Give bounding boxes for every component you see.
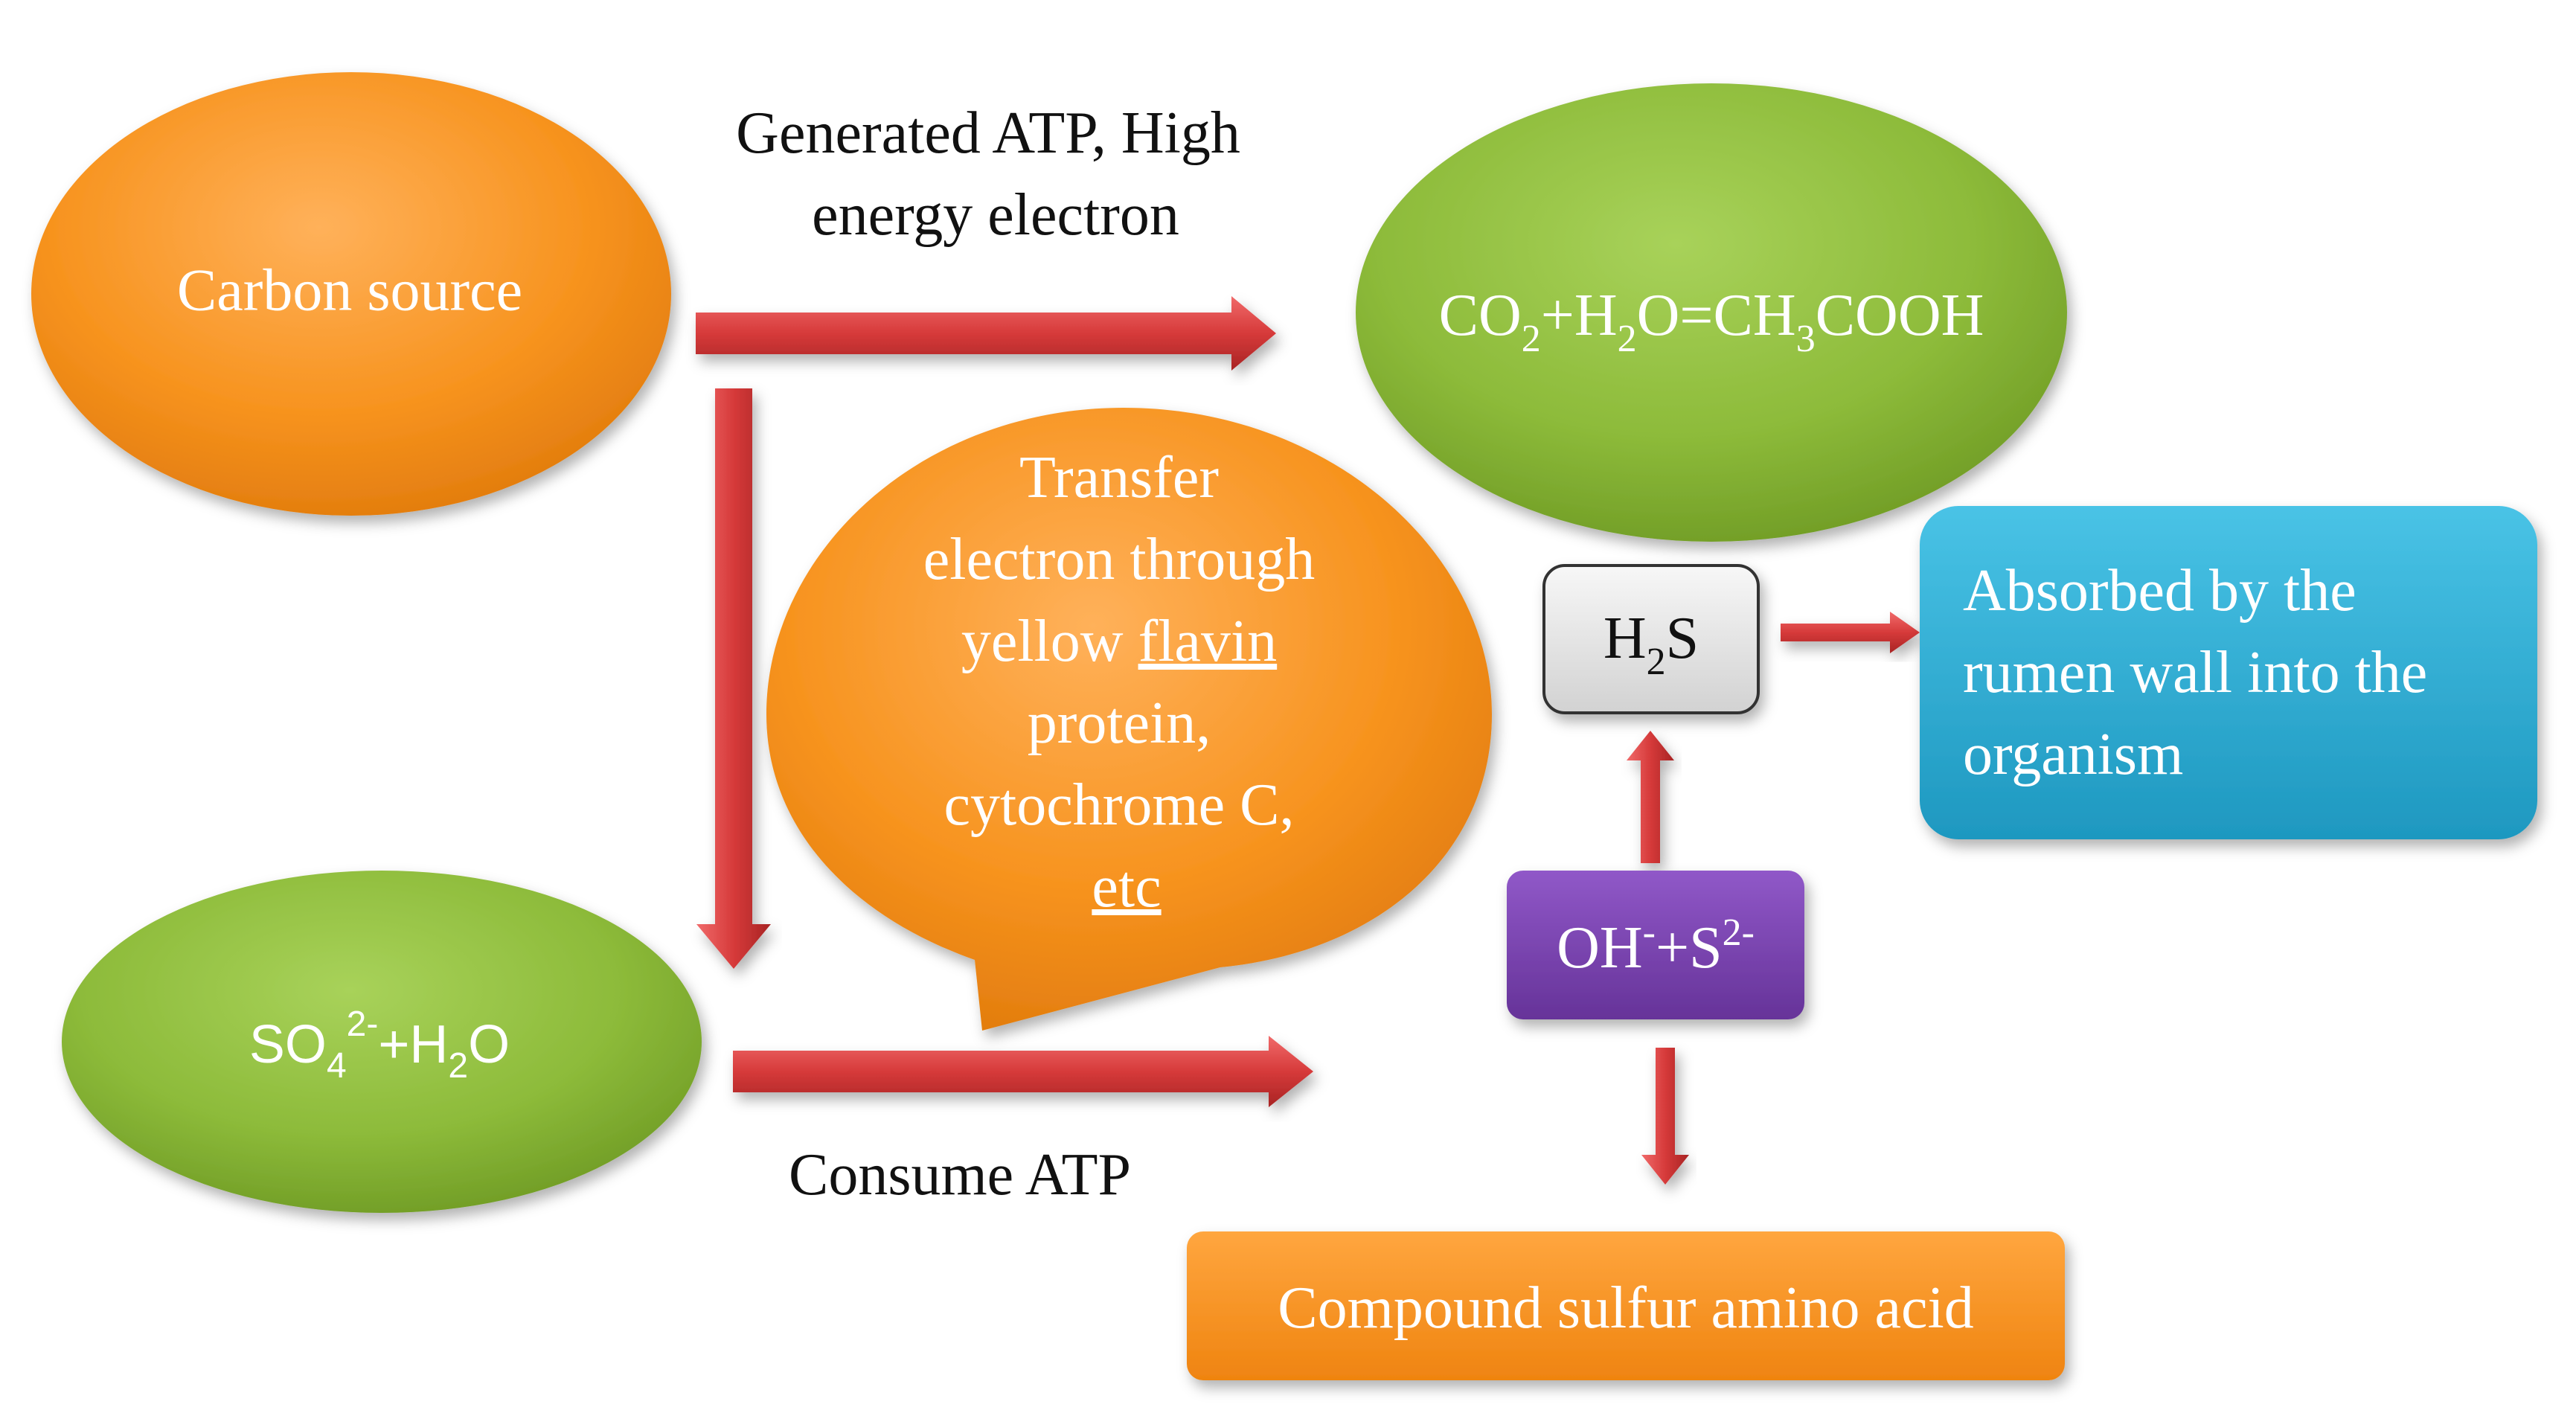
arrow-carbon-to-sulfate — [696, 388, 771, 969]
ions-label: OH-+S2- — [1557, 912, 1755, 981]
ions-box — [1507, 871, 1804, 1019]
sulfate-formula: SO42-+H2O — [249, 1005, 510, 1086]
arrow-top-label: Generated ATP, High energy electron — [736, 100, 1255, 248]
h2s-label: H2S — [1603, 606, 1699, 683]
arrow-ions-to-compound — [1641, 1048, 1689, 1185]
arrow-sulfate-to-ions — [733, 1036, 1313, 1107]
arrow-ions-to-h2s — [1627, 731, 1674, 863]
carbon-source-label: Carbon source — [177, 257, 522, 323]
carbon-source-oval — [31, 72, 671, 516]
arrow-h2s-to-absorbed — [1781, 612, 1920, 653]
product-equation: CO2+H2O=CH3COOH — [1439, 283, 1984, 360]
electron-transfer-text: Transfer electron through yellow flavin … — [923, 445, 1330, 920]
compound-label: Compound sulfur amino acid — [1278, 1275, 1973, 1341]
sulfate-oval — [62, 871, 702, 1213]
absorbed-text: Absorbed by the rumen wall into the orga… — [1963, 558, 2442, 787]
product-oval — [1356, 83, 2067, 542]
arrow-carbon-to-product — [696, 296, 1276, 371]
arrow-bottom-label: Consume ATP — [789, 1142, 1131, 1208]
compound-box — [1187, 1231, 2065, 1380]
h2s-box — [1542, 564, 1760, 714]
absorbed-box — [1920, 506, 2537, 839]
electron-transfer-callout — [766, 408, 1492, 1031]
